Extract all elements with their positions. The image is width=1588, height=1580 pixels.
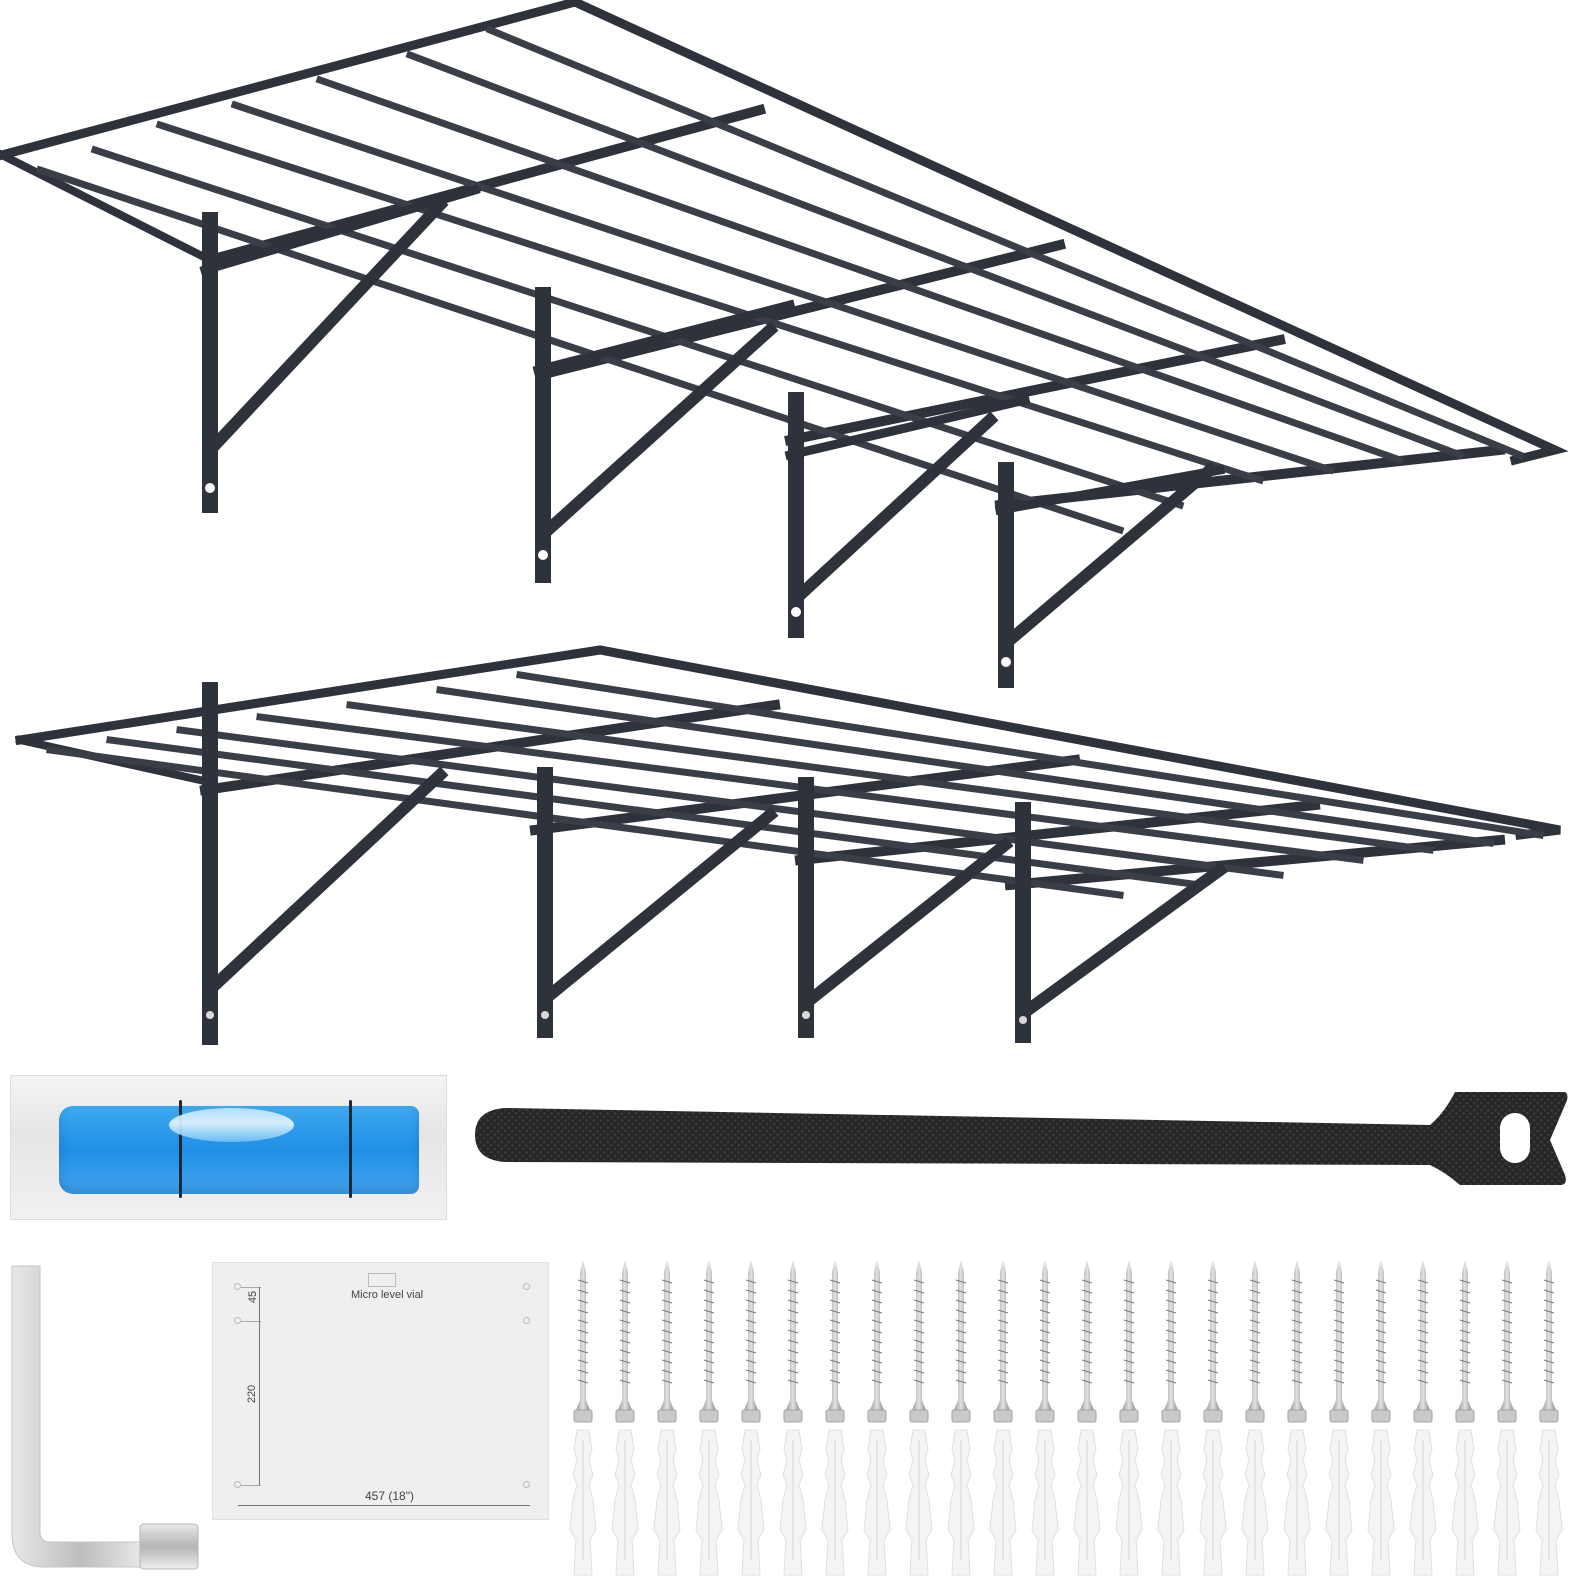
level-vial-outline — [368, 1273, 396, 1287]
vertical-dimension-line — [259, 1287, 260, 1485]
upper-shelf — [0, 0, 1569, 688]
horizontal-dimension-line — [238, 1505, 530, 1506]
template-dim-vertical: 220 — [246, 1384, 259, 1404]
vial-ring-left — [179, 1100, 182, 1198]
drilling-template: Micro level vial 45 220 457 (18") — [212, 1262, 549, 1520]
template-hole-marker — [234, 1317, 241, 1324]
template-vial-label: Micro level vial — [351, 1289, 424, 1301]
l-socket-wrench-icon — [11, 1265, 199, 1570]
template-hole-marker — [234, 1283, 241, 1290]
template-hole-marker — [523, 1481, 530, 1488]
template-hole-marker — [234, 1481, 241, 1488]
bubble-level — [10, 1075, 447, 1220]
level-vial — [59, 1100, 419, 1198]
lower-shelf — [14, 645, 1561, 1045]
template-dim-top: 45 — [247, 1290, 260, 1304]
level-bubble — [169, 1108, 294, 1142]
template-dim-horizontal: 457 (18") — [365, 1489, 414, 1503]
fasteners-group — [565, 1260, 1585, 1578]
template-hole-marker — [523, 1283, 530, 1290]
vial-ring-right — [349, 1100, 352, 1198]
template-hole-marker — [523, 1317, 530, 1324]
hook-loop-strap — [475, 1092, 1568, 1185]
screws-and-anchors — [569, 1260, 1563, 1576]
